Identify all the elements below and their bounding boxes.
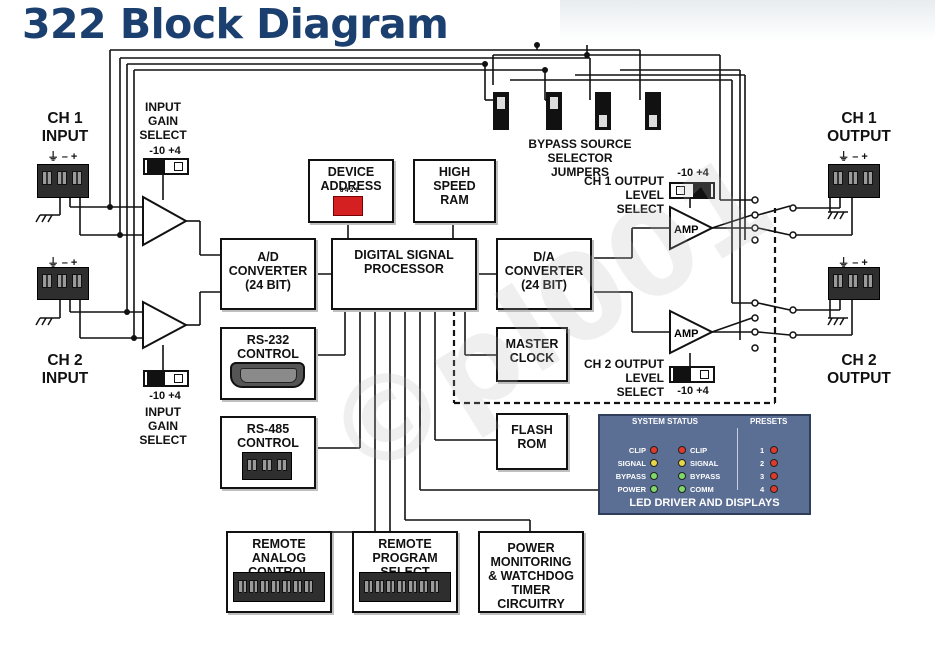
ch1-amp-label: AMP bbox=[674, 224, 698, 236]
led-right-comm: COMM bbox=[690, 485, 714, 494]
panel-divider bbox=[737, 428, 738, 490]
device-address-label: DEVICE ADDRESS bbox=[320, 165, 382, 193]
bypass-jumper-3[interactable] bbox=[595, 92, 611, 130]
master-clock-label: MASTER CLOCK bbox=[505, 337, 559, 365]
flash-rom-block: FLASH ROM bbox=[496, 413, 568, 470]
dsp-label: DIGITAL SIGNAL PROCESSOR bbox=[354, 248, 454, 276]
led-left-signal-indicator bbox=[650, 459, 658, 467]
preset-4-label: 4 bbox=[760, 485, 765, 494]
ch1-terminal-symbols: ⏚ – + bbox=[47, 151, 78, 163]
led-right-clip-indicator bbox=[678, 446, 686, 454]
remote-program-terminal bbox=[359, 572, 451, 602]
input-amp-triangles bbox=[142, 195, 715, 355]
led-left-power: POWER bbox=[617, 485, 646, 494]
bypass-jumper-1[interactable] bbox=[493, 92, 509, 130]
ch2-terminal-symbols: ⏚ – + bbox=[47, 257, 78, 269]
bypass-jumper-2[interactable] bbox=[546, 92, 562, 130]
flash-rom-label: FLASH ROM bbox=[511, 423, 553, 451]
preset-4-indicator bbox=[770, 485, 778, 493]
ch2-output-terminal bbox=[828, 267, 880, 300]
led-left-bypass: BYPASS bbox=[615, 472, 646, 481]
ch2-output-label: CH 2 OUTPUT bbox=[827, 352, 891, 387]
device-address-block: DEVICE ADDRESS bbox=[308, 159, 394, 223]
gain-top-scale: -10 +4 bbox=[149, 145, 181, 157]
dsp-block: DIGITAL SIGNAL PROCESSOR bbox=[331, 238, 477, 310]
high-speed-ram-block: HIGH SPEED RAM bbox=[413, 159, 496, 223]
led-panel: SYSTEM STATUS PRESETS CLIP SIGNAL BYPASS… bbox=[598, 414, 811, 515]
led-panel-title: LED DRIVER AND DISPLAYS bbox=[629, 497, 780, 509]
input-gain-switch-bottom[interactable] bbox=[143, 370, 189, 387]
system-status-header: SYSTEM STATUS bbox=[632, 417, 698, 426]
preset-1-indicator bbox=[770, 446, 778, 454]
led-left-power-indicator bbox=[650, 485, 658, 493]
led-left-clip: CLIP bbox=[628, 446, 646, 455]
remote-analog-terminal bbox=[233, 572, 325, 602]
preset-2-label: 2 bbox=[760, 459, 765, 468]
led-left-signal: SIGNAL bbox=[617, 459, 646, 468]
ch1-output-terminal bbox=[828, 164, 880, 198]
input-gain-switch-top[interactable] bbox=[143, 158, 189, 175]
rs485-block: RS-485 CONTROL bbox=[220, 416, 316, 489]
da-converter-block: D/A CONVERTER (24 BIT) bbox=[496, 238, 592, 310]
ch2-output-terminal-symbols: ⏚ – + bbox=[838, 257, 868, 269]
ch2-level-switch[interactable] bbox=[669, 366, 715, 383]
preset-3-indicator bbox=[770, 472, 778, 480]
led-left-bypass-indicator bbox=[650, 472, 658, 480]
bypass-jumpers-label: BYPASS SOURCE SELECTOR JUMPERS bbox=[528, 137, 632, 179]
ch2-input-label: CH 2 INPUT bbox=[41, 352, 89, 387]
rs232-connector bbox=[230, 362, 305, 388]
remote-program-label: REMOTE PROGRAM SELECT bbox=[372, 537, 438, 579]
ad-converter-block: A/D CONVERTER (24 BIT) bbox=[220, 238, 316, 310]
ch2-level-scale: -10 +4 bbox=[677, 385, 709, 397]
high-speed-ram-label: HIGH SPEED RAM bbox=[433, 165, 476, 207]
ch2-input-terminal bbox=[37, 267, 89, 300]
ch1-level-scale: -10 +4 bbox=[677, 167, 709, 179]
rs485-terminal bbox=[242, 452, 292, 480]
ch1-output-label: CH 1 OUTPUT bbox=[827, 110, 891, 145]
power-monitoring-block: POWER MONITORING & WATCHDOG TIMER CIRCUI… bbox=[478, 531, 584, 613]
ch1-output-terminal-symbols: ⏚ – + bbox=[838, 151, 868, 163]
led-right-bypass-indicator bbox=[678, 472, 686, 480]
preset-3-label: 3 bbox=[760, 472, 765, 481]
header-gradient bbox=[560, 0, 935, 40]
input-gain-select-top-label: INPUT GAIN SELECT bbox=[139, 100, 187, 142]
ch1-level-select-label: CH 1 OUTPUT LEVEL SELECT bbox=[583, 174, 664, 216]
device-address-bits: 8 4 2 1 bbox=[340, 188, 359, 194]
led-right-comm-indicator bbox=[678, 485, 686, 493]
led-right-bypass: BYPASS bbox=[690, 472, 721, 481]
input-gain-select-bottom-label: INPUT GAIN SELECT bbox=[139, 405, 187, 447]
ch1-input-terminal bbox=[37, 164, 89, 198]
ch2-level-select-label: CH 2 OUTPUT LEVEL SELECT bbox=[583, 357, 664, 399]
ch1-level-switch[interactable] bbox=[669, 182, 715, 199]
master-clock-block: MASTER CLOCK bbox=[496, 327, 568, 382]
da-converter-label: D/A CONVERTER (24 BIT) bbox=[504, 250, 584, 292]
gain-bottom-scale: -10 +4 bbox=[149, 390, 181, 402]
presets-header: PRESETS bbox=[750, 417, 788, 426]
page-title: 322 Block Diagram bbox=[22, 0, 449, 48]
preset-2-indicator bbox=[770, 459, 778, 467]
rs485-label: RS-485 CONTROL bbox=[237, 422, 299, 450]
led-left-clip-indicator bbox=[650, 446, 658, 454]
bypass-jumper-4[interactable] bbox=[645, 92, 661, 130]
ad-converter-label: A/D CONVERTER (24 BIT) bbox=[228, 250, 308, 292]
dip-switch[interactable] bbox=[333, 196, 363, 216]
led-right-clip: CLIP bbox=[690, 446, 708, 455]
led-right-signal: SIGNAL bbox=[690, 459, 719, 468]
ch1-input-label: CH 1 INPUT bbox=[41, 110, 89, 145]
led-right-signal-indicator bbox=[678, 459, 686, 467]
rs232-label: RS-232 CONTROL bbox=[237, 333, 299, 361]
ch2-amp-label: AMP bbox=[674, 328, 698, 340]
power-monitoring-label: POWER MONITORING & WATCHDOG TIMER CIRCUI… bbox=[488, 541, 574, 611]
preset-1-label: 1 bbox=[760, 446, 765, 455]
